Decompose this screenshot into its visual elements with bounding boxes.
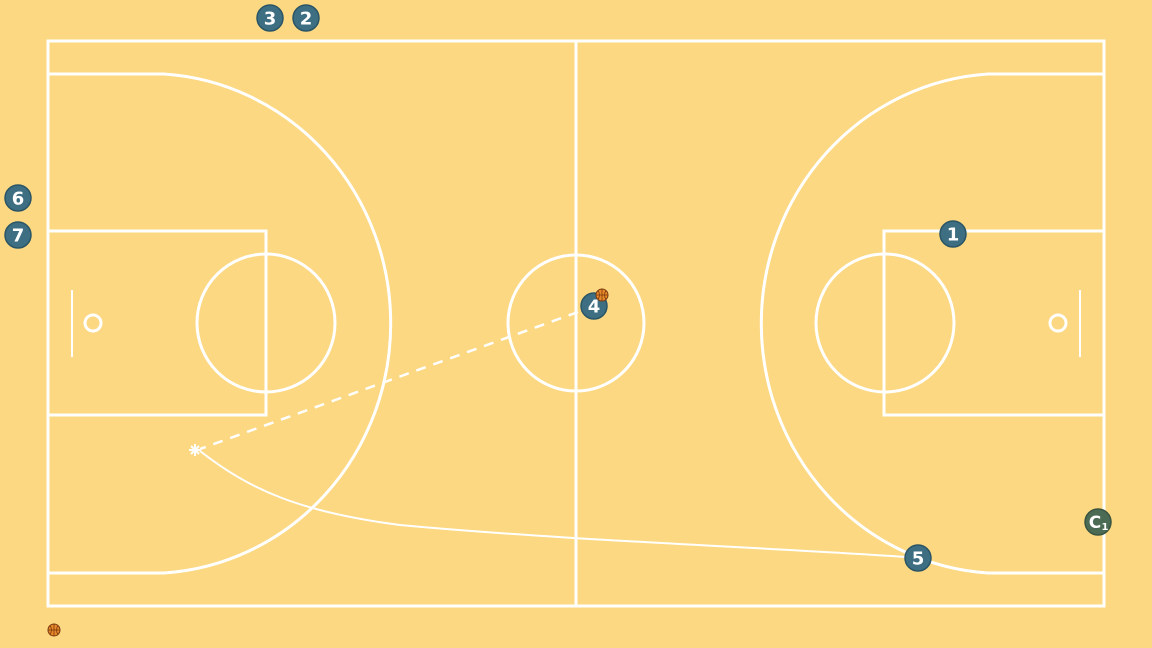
basketball-icon bbox=[595, 288, 609, 302]
pass-target-marker bbox=[189, 444, 201, 456]
action-lines bbox=[189, 310, 907, 558]
left-free-throw-circle bbox=[195, 252, 337, 394]
player-5[interactable]: 5 bbox=[904, 544, 932, 572]
right-hoop bbox=[1048, 313, 1068, 333]
player-label: 4 bbox=[588, 297, 601, 318]
cut-path bbox=[199, 450, 907, 558]
player-label: 7 bbox=[12, 226, 25, 247]
player-2[interactable]: 2 bbox=[292, 4, 320, 32]
coach-label: C bbox=[1089, 513, 1101, 533]
center-circle bbox=[506, 253, 646, 393]
left-hoop bbox=[83, 313, 103, 333]
player-6[interactable]: 6 bbox=[4, 184, 32, 212]
player-7[interactable]: 7 bbox=[4, 221, 32, 249]
player-label: 1 bbox=[947, 225, 960, 246]
player-label: 5 bbox=[912, 549, 925, 570]
court-lines bbox=[46, 39, 1106, 608]
right-paint bbox=[882, 229, 1106, 417]
right-three-point-line bbox=[759, 72, 1104, 575]
left-three-point-line bbox=[48, 72, 393, 575]
left-paint bbox=[46, 229, 268, 417]
player-label: 2 bbox=[300, 9, 313, 30]
player-label: 6 bbox=[12, 189, 25, 210]
player-3[interactable]: 3 bbox=[256, 4, 284, 32]
coach-marker[interactable]: C 1 bbox=[1084, 508, 1112, 536]
player-1[interactable]: 1 bbox=[939, 220, 967, 248]
pass-line bbox=[199, 310, 579, 451]
right-free-throw-circle bbox=[814, 252, 956, 394]
coach-sub-label: 1 bbox=[1102, 522, 1109, 533]
player-label: 3 bbox=[264, 9, 277, 30]
spare-basketball-icon bbox=[47, 623, 61, 637]
